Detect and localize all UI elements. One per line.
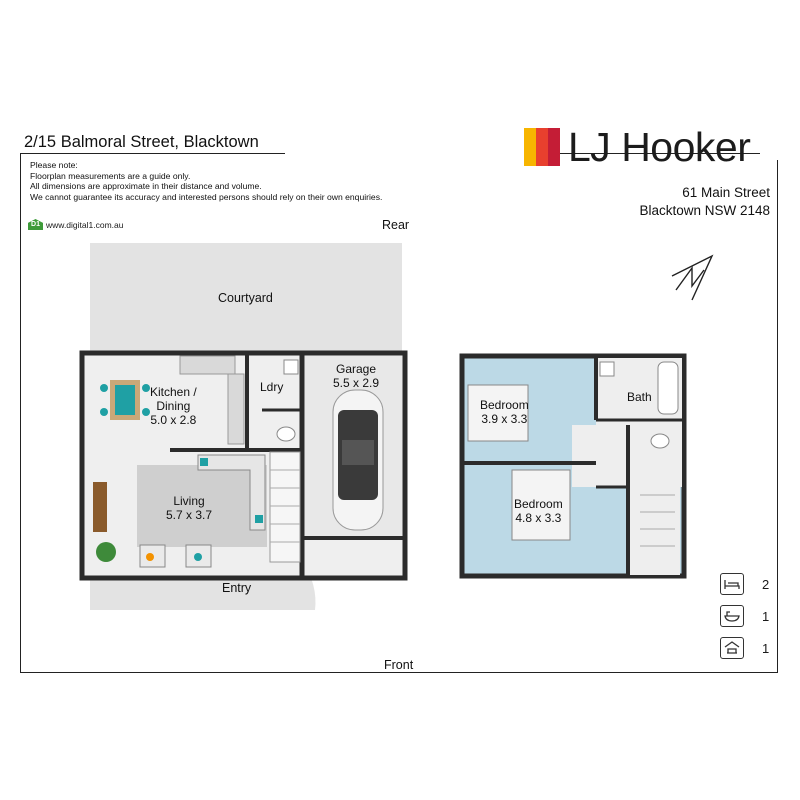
disclaimer-note: Please note: Floorplan measurements are … <box>30 160 382 202</box>
courtyard-area <box>90 243 402 355</box>
bedroom2-name: Bedroom <box>514 497 563 511</box>
note-line: We cannot guarantee its accuracy and int… <box>30 191 383 202</box>
bedroom1-label: Bedroom 3.9 x 3.3 <box>480 398 529 426</box>
bedroom2-label: Bedroom 4.8 x 3.3 <box>514 497 563 525</box>
courtyard-label: Courtyard <box>218 291 273 305</box>
bathtub-icon <box>720 605 744 627</box>
laundry-name: Ldry <box>260 380 284 394</box>
brand-bars-icon <box>524 128 560 166</box>
living-size: 5.7 x 3.7 <box>166 508 213 522</box>
living-rug <box>137 465 267 547</box>
d1-logo-icon: D1 <box>28 219 43 230</box>
bedroom1-size: 3.9 x 3.3 <box>481 412 528 426</box>
garage-count-value: 1 <box>762 640 770 656</box>
bath-label: Bath <box>627 390 652 404</box>
living-name: Living <box>173 494 205 508</box>
note-line: Please note: <box>30 160 78 170</box>
frame-gap-right <box>760 146 790 160</box>
note-line: Floorplan measurements are a guide only. <box>30 170 191 181</box>
front-label: Front <box>384 658 414 672</box>
garage-label: Garage 5.5 x 2.9 <box>333 362 379 390</box>
laundry-label: Ldry <box>260 380 283 394</box>
bathroom-count: 1 <box>720 605 769 627</box>
agency-suburb: Blacktown NSW 2148 <box>639 202 770 218</box>
agency-street: 61 Main Street <box>682 185 770 200</box>
kitchen-size: 5.0 x 2.8 <box>150 413 197 427</box>
agency-name: LJ Hooker <box>568 124 751 170</box>
kitchen-name: Kitchen / <box>150 385 197 399</box>
note-line: All dimensions are approximate in their … <box>30 181 262 192</box>
agency-logo: LJ Hooker <box>524 124 751 170</box>
bedroom-count: 2 <box>720 573 769 595</box>
bathroom-count-value: 1 <box>762 608 770 624</box>
entry-path <box>90 578 302 610</box>
agency-address: 61 Main Street Blacktown NSW 2148 <box>639 184 770 219</box>
kitchen-dining-label: Kitchen / Dining 5.0 x 2.8 <box>150 385 197 427</box>
garage-name: Garage <box>336 362 377 376</box>
frame-gap <box>285 146 525 160</box>
kitchen-name2: Dining <box>156 399 191 413</box>
garage-count: 1 <box>720 637 769 659</box>
north-arrow-icon <box>671 254 714 301</box>
bedroom1-name: Bedroom <box>480 398 529 412</box>
bedroom-count-value: 2 <box>762 576 770 592</box>
rear-label: Rear <box>382 218 410 232</box>
bedroom2-size: 4.8 x 3.3 <box>515 511 562 525</box>
living-label: Living 5.7 x 3.7 <box>166 494 212 522</box>
entry-label: Entry <box>222 581 252 595</box>
garage-size: 5.5 x 2.9 <box>333 376 380 390</box>
digital1-credit: D1 www.digital1.com.au <box>28 219 123 230</box>
bed-icon <box>720 573 744 595</box>
bath-name: Bath <box>627 390 652 404</box>
garage-car-icon <box>720 637 744 659</box>
source-url: www.digital1.com.au <box>46 219 124 230</box>
property-address-title: 2/15 Balmoral Street, Blacktown <box>24 133 259 151</box>
